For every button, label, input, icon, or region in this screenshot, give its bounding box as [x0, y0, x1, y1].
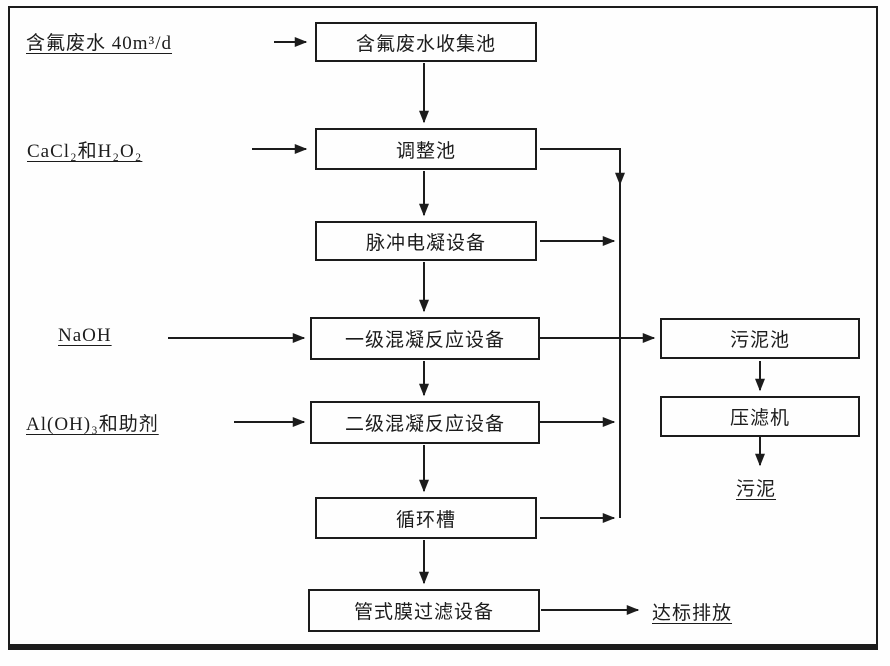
node-sludge-pool: 污泥池 [660, 318, 860, 359]
input-label-cacl2-h2o2: CaCl₂和H₂O₂ [27, 141, 143, 162]
output-label-discharge: 达标排放 [652, 603, 733, 624]
node-pulse-electrocoagulation: 脉冲电凝设备 [315, 221, 537, 261]
node-collection-pool: 含氟废水收集池 [315, 22, 537, 62]
input-label-aloh3-aid: Al(OH)₃和助剂 [26, 414, 159, 435]
input-label-fluoride-feed: 含氟废水 40m³/d [26, 33, 173, 54]
node-adjust-pool: 调整池 [315, 128, 537, 170]
node-circulation-tank: 循环槽 [315, 497, 537, 539]
node-filter-press: 压滤机 [660, 396, 860, 437]
node-coagulation-stage1: 一级混凝反应设备 [310, 317, 540, 360]
output-label-sludge: 污泥 [736, 479, 777, 500]
input-label-naoh: NaOH [58, 325, 112, 346]
node-coagulation-stage2: 二级混凝反应设备 [310, 401, 540, 444]
node-tubular-membrane-filter: 管式膜过滤设备 [308, 589, 540, 632]
